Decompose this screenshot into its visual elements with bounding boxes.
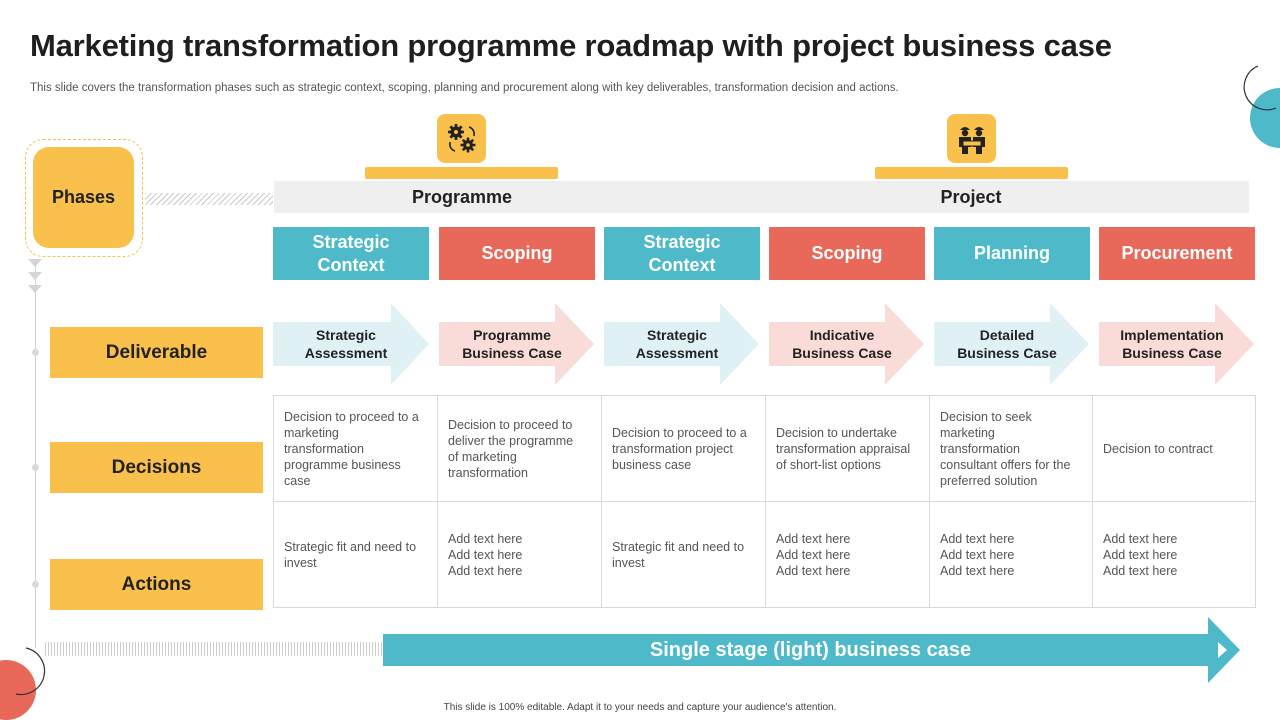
phases-label: Phases — [33, 147, 134, 248]
deliverable-label: Programme Business Case — [462, 327, 562, 361]
action-text: Add text here Add text here Add text her… — [1103, 531, 1178, 578]
deliverable-label: Strategic Assessment — [304, 327, 388, 361]
phases-connector-hatch — [145, 193, 273, 205]
action-cell: Add text here Add text here Add text her… — [1093, 502, 1255, 607]
deliverable-label: Detailed Business Case — [957, 327, 1057, 361]
row-label-deliverable: Deliverable — [50, 327, 263, 378]
business-case-arrow — [383, 617, 1240, 683]
phase-box-strategic-context: Strategic Context — [604, 227, 760, 280]
group-label-programme: Programme — [411, 187, 513, 207]
action-text: Add text here Add text here Add text her… — [448, 531, 523, 578]
decision-cell: Decision to proceed to a marketing trans… — [274, 396, 438, 502]
deliverable-arrow: Strategic Assessment — [604, 303, 760, 385]
action-cell: Strategic fit and need to invest — [602, 502, 766, 607]
timeline-dot — [32, 464, 39, 471]
page-title: Marketing transformation programme roadm… — [30, 28, 1112, 63]
decision-text: Decision to contract — [1103, 441, 1213, 456]
phase-box-procurement: Procurement — [1099, 227, 1255, 280]
action-text: Add text here Add text here Add text her… — [940, 531, 1015, 578]
deliverable-label: Implementation Business Case — [1120, 327, 1224, 361]
footer-note: This slide is 100% editable. Adapt it to… — [443, 702, 837, 713]
deliverable-label: Indicative Business Case — [792, 327, 892, 361]
project-icon-box — [947, 114, 996, 163]
decision-cell: Decision to undertake transformation app… — [766, 396, 930, 502]
decorative-circle-bottom-left — [0, 647, 46, 720]
phase-box-scoping: Scoping — [439, 227, 595, 280]
phase-box-strategic-context: Strategic Context — [273, 227, 429, 280]
action-text: Strategic fit and need to invest — [284, 539, 417, 570]
decision-text: Decision to proceed to a marketing trans… — [284, 409, 419, 488]
deliverable-arrow: Implementation Business Case — [1099, 303, 1255, 385]
gears-cycle-icon — [447, 123, 475, 152]
action-cell: Add text here Add text here Add text her… — [438, 502, 602, 607]
decision-text: Decision to seek marketing transformatio… — [940, 409, 1071, 488]
decision-cell: Decision to seek marketing transformatio… — [930, 396, 1093, 502]
row-label-decisions: Decisions — [50, 442, 263, 493]
deliverable-arrow: Strategic Assessment — [273, 303, 429, 385]
action-cell: Add text here Add text here Add text her… — [930, 502, 1093, 607]
business-case-banner-label: Single stage (light) business case — [649, 638, 972, 661]
deliverable-label: Strategic Assessment — [635, 327, 719, 361]
timeline-line — [35, 262, 36, 648]
action-cell: Strategic fit and need to invest — [274, 502, 438, 607]
decision-text: Decision to undertake transformation app… — [776, 425, 911, 472]
decision-text: Decision to proceed to deliver the progr… — [448, 417, 574, 480]
phase-box-scoping: Scoping — [769, 227, 925, 280]
row-label-actions: Actions — [50, 559, 263, 610]
deliverable-arrow: Programme Business Case — [439, 303, 595, 385]
action-text: Add text here Add text here Add text her… — [776, 531, 851, 578]
decision-cell: Decision to proceed to deliver the progr… — [438, 396, 602, 502]
group-label-project: Project — [940, 187, 1002, 207]
action-text: Strategic fit and need to invest — [612, 539, 745, 570]
programme-icon-box — [437, 114, 486, 163]
page-subtitle: This slide covers the transformation pha… — [30, 82, 899, 94]
phase-box-planning: Planning — [934, 227, 1090, 280]
project-accent-bar — [875, 167, 1068, 179]
decision-cell: Decision to proceed to a transformation … — [602, 396, 766, 502]
decision-text: Decision to proceed to a transformation … — [612, 425, 747, 472]
timeline-dot — [32, 581, 39, 588]
programme-accent-bar — [365, 167, 558, 179]
deliverable-arrow: Indicative Business Case — [769, 303, 925, 385]
decisions-actions-table: Decision to proceed to a marketing trans… — [273, 395, 1256, 608]
timeline-dot — [32, 349, 39, 356]
deliverable-arrow: Detailed Business Case — [934, 303, 1090, 385]
workers-team-icon — [958, 126, 985, 154]
banner-hatch — [45, 642, 385, 656]
phases-dashed-frame — [25, 139, 143, 257]
decorative-circle-top-right — [1243, 65, 1280, 148]
action-cell: Add text here Add text here Add text her… — [766, 502, 930, 607]
decision-cell: Decision to contract — [1093, 396, 1255, 502]
group-header-bar — [274, 181, 1249, 213]
